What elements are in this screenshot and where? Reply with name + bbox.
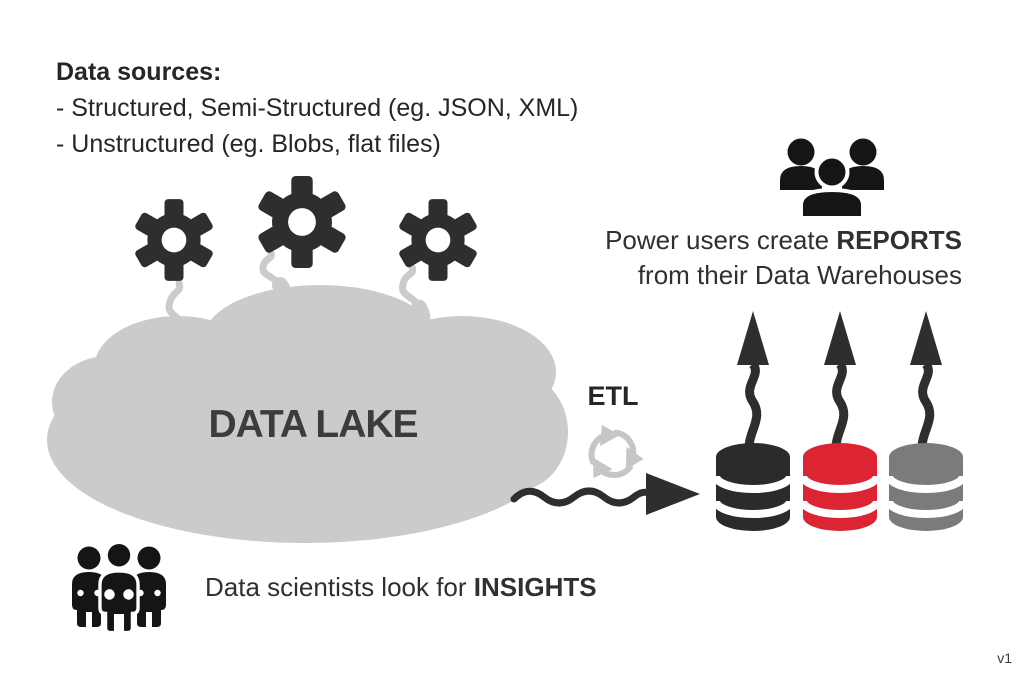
source-gears [133,175,479,281]
lake-smoke-tendrils [165,249,431,386]
database-red-icon [803,443,877,531]
data-scientists-text: Data scientists look for [205,572,474,602]
recycle-icon [584,425,648,487]
data-warehouses [716,443,963,531]
database-dark-icon [716,443,790,531]
data-lake-icon [47,249,568,543]
report-arrows [737,311,942,458]
data-scientists-caption: Data scientists look for INSIGHTS [205,572,597,603]
power-users-icon [780,138,884,220]
wavy-up-arrow-icon [737,311,769,458]
database-gray-icon [889,443,963,531]
data-sources-block: Data sources: - Structured, Semi-Structu… [56,54,578,162]
power-users-line1-text: Power users create [605,225,837,255]
data-sources-item-unstructured: - Unstructured (eg. Blobs, flat files) [56,130,441,158]
gear-icon [133,199,215,281]
wavy-up-arrow-icon [824,311,856,458]
data-scientists-bold: INSIGHTS [473,572,597,602]
power-users-line1: Power users create REPORTS [605,223,962,258]
wavy-up-arrow-icon [910,311,942,458]
data-lake-label: DATA LAKE [208,403,418,446]
version-label: v1 [997,650,1012,666]
data-sources-title: Data sources: [56,58,222,86]
power-users-line1-bold: REPORTS [836,225,962,255]
data-sources-item-structured: - Structured, Semi-Structured (eg. JSON,… [56,94,579,122]
data-scientists-icon [72,540,166,635]
power-users-caption: Power users create REPORTS from their Da… [605,223,962,293]
power-users-line2: from their Data Warehouses [637,260,962,290]
etl-flow-arrow-icon [510,473,700,515]
etl-label: ETL [587,381,639,411]
